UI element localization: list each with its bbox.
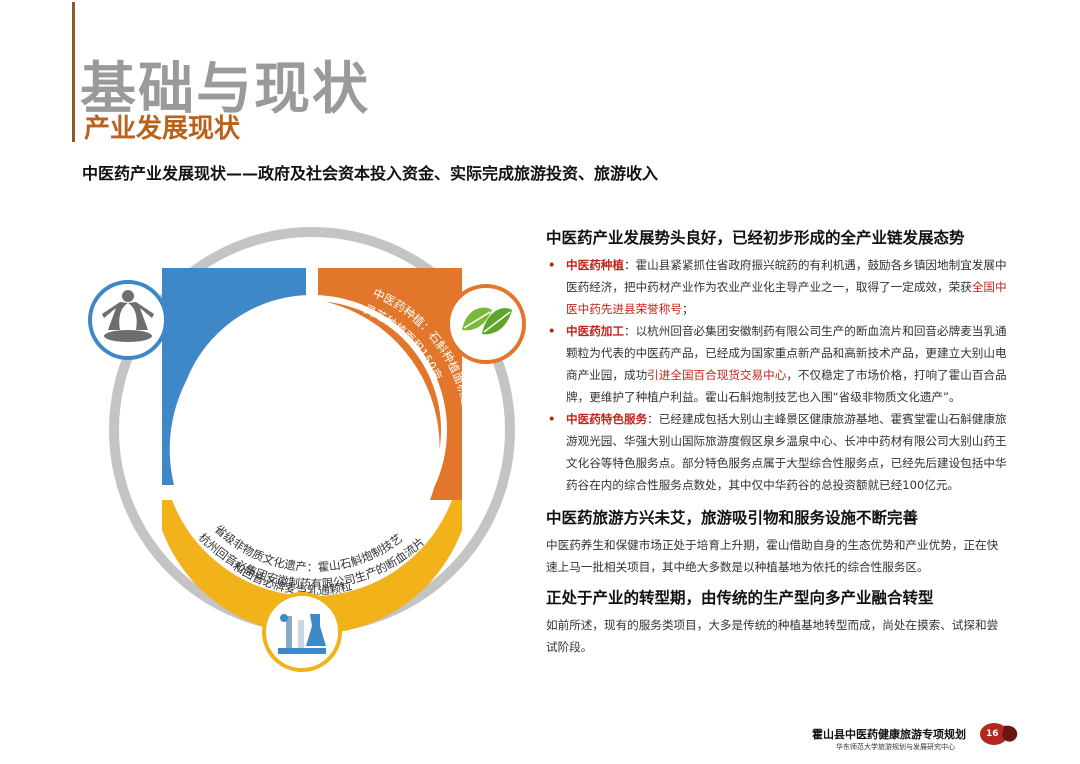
heading-tourism-rising: 中医药旅游方兴未艾，旅游吸引物和服务设施不断完善 <box>546 509 919 527</box>
title-accent-bar <box>72 2 75 142</box>
heading-transition: 正处于产业的转型期，由传统的生产型向多产业融合转型 <box>546 589 934 607</box>
page-badge-icon <box>980 723 1018 745</box>
meditation-icon <box>88 280 168 360</box>
inner-white-circle <box>192 310 432 550</box>
bullet-dot: • <box>548 324 556 338</box>
lab-icon <box>262 592 342 672</box>
bullet-processing: • 中医药加工：以杭州回音必集团安徽制药有限公司生产的断血流片和回音必牌麦当乳通… <box>546 320 1008 408</box>
segment-yellow <box>162 500 462 635</box>
page-subtitle: 产业发展现状 <box>84 114 241 144</box>
bullet-text-tail: ； <box>681 302 694 316</box>
bullet-dot: • <box>548 412 556 426</box>
segment-orange <box>318 268 462 500</box>
paragraph-tourism-rising: 中医药养生和保健市场正处于培育上升期，霍山借助自身的生态优势和产业优势，正在快速… <box>546 538 999 574</box>
industry-ring-diagram: 中医药特色服务：已有9项中医药健康旅游项目 中医药种植：石斛种植面积达到5000… <box>80 200 540 700</box>
bullet-planting: • 中医药种植：霍山县紧紧抓住省政府振兴皖药的有利机遇，鼓励各乡镇因地制宜发展中… <box>546 254 1008 320</box>
footer-title: 霍山县中医药健康旅游专项规划 <box>812 728 966 741</box>
bullet-key: 中医药种植 <box>566 258 624 272</box>
page-title: 基础与现状 <box>80 57 370 122</box>
bullet-services: • 中医药特色服务：已经建成包括大别山主峰景区健康旅游基地、霍賓堂霍山石斛健康旅… <box>546 408 1008 496</box>
bullet-text: ：已经建成包括大别山主峰景区健康旅游基地、霍賓堂霍山石斛健康旅游观光园、华强大别… <box>566 412 1007 492</box>
leaf-icon <box>446 284 526 364</box>
inner-ring <box>177 295 447 565</box>
paragraph-transition: 如前所述，现有的服务类项目，大多是传统的种植基地转型而成，尚处在摸索、试探和尝试… <box>546 618 999 654</box>
bullet-text: ：以杭州回音必集团安徽制药有限公司生产的断血流片和回音必牌麦当乳通颗粒为代表的中… <box>566 324 1007 382</box>
bullet-text: ：霍山县紧紧抓住省政府振兴皖药的有利机遇，鼓励各乡镇因地制宜发展中医药经济，把中… <box>566 258 1007 294</box>
bullet-key: 中医药特色服务 <box>566 412 648 426</box>
bullet-text-tail: ，不仅稳定了市场价格，打响了霍山百合品牌，更维护了种植户利益。霍山石斛炮制技艺也… <box>566 368 1007 404</box>
heading-industry-trend: 中医药产业发展势头良好，已经初步形成的全产业链发展态势 <box>546 229 965 247</box>
content-column: 中医药产业发展势头良好，已经初步形成的全产业链发展态势 • 中医药种植：霍山县紧… <box>546 226 1008 666</box>
bullet-key: 中医药加工 <box>566 324 624 338</box>
bullet-highlight: 引进全国百合现货交易中心 <box>647 368 787 382</box>
bullet-dot: • <box>548 258 556 272</box>
segment-blue <box>162 268 306 485</box>
footer-subtitle: 华东师范大学旅游规划与发展研究中心 <box>836 743 955 751</box>
bullet-highlight: 全国中医中药先进县荣誉称号 <box>566 280 1007 316</box>
section-heading: 中医药产业发展现状——政府及社会资本投入资金、实际完成旅游投资、旅游收入 <box>82 164 659 183</box>
page-number: 16 <box>986 729 999 739</box>
